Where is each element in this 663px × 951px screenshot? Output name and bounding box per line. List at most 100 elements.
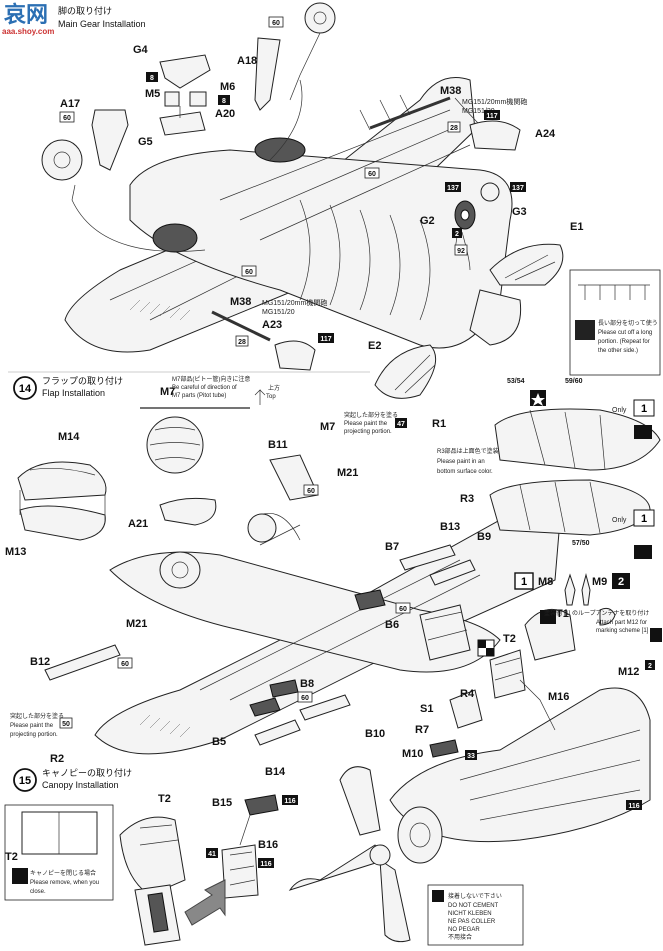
label-b13: B13 [440, 521, 460, 533]
svg-text:50: 50 [62, 721, 70, 728]
scheme-one-c: 1 [521, 576, 527, 588]
badge: 57/50 [572, 540, 590, 547]
label-t2-c: T2 [5, 851, 18, 863]
prop-hub-g2-g3 [454, 182, 500, 271]
part-labels: A18 G4 M5 M6 A20 A17 G5 M38 A24 G2 G3 E1… [5, 44, 639, 863]
antenna-markers: 1 2 [514, 572, 630, 606]
step-14-jp: フラップの取り付け [42, 376, 123, 386]
step-14-title: 14 フラップの取り付け Flap Installation [13, 376, 123, 400]
label-b11: B11 [268, 439, 288, 451]
step-15-jp: キャノピーの取り付け [42, 768, 132, 778]
color-badges: 60 8 8 60 60 28 117 137 137 2 92 60 28 1… [59, 16, 655, 868]
label-m9: M9 [592, 576, 607, 588]
label-m7-left: M7 [160, 386, 175, 398]
note-m7-jp: M7部品(ピトー管)向きに注意 [172, 375, 250, 383]
paint-scheme-upper [494, 390, 661, 471]
badge: 60 [303, 484, 319, 496]
badge: 8 [218, 95, 230, 105]
label-m38-top: M38 [440, 85, 461, 97]
label-e1: E1 [570, 221, 583, 233]
parts-m5-m6 [159, 91, 207, 136]
badge: 116 [626, 800, 642, 810]
label-e2: E2 [368, 340, 381, 352]
step-15-title: 15 キャノピーの取り付け Canopy Installation [13, 768, 132, 792]
step-main-gear-en: Main Gear Installation [58, 19, 146, 29]
svg-text:60: 60 [63, 115, 71, 122]
drop-tank-a21 [146, 416, 217, 526]
badge: 60 [364, 167, 380, 179]
badge: 60 [395, 602, 411, 614]
label-r1: R1 [432, 418, 446, 430]
step-main-gear-jp: 脚の取り付け [58, 6, 112, 16]
note-canopy-en1: Please remove, when you [30, 880, 99, 886]
badge: 28 [235, 335, 249, 347]
notes: MG151/20mm機関砲 MG151/20 MG151/20mm機関砲 MG1… [10, 97, 658, 895]
note-m12-en2: marking scheme [1] [596, 628, 649, 634]
note-cut-en1: Please cut off a long [598, 330, 652, 336]
svg-text:8: 8 [150, 75, 154, 82]
watermark-line2: aaa.shoy.com [2, 27, 54, 36]
scheme-two: 2 [618, 576, 624, 588]
svg-text:116: 116 [284, 798, 295, 805]
scheme-one-b: 1 [641, 513, 647, 525]
gear-leg-a17 [41, 109, 206, 252]
svg-text:53/54: 53/54 [507, 378, 525, 385]
label-a23: A23 [262, 319, 282, 331]
tail-e2 [374, 344, 437, 399]
svg-text:117: 117 [320, 336, 331, 343]
label-b5: B5 [212, 736, 226, 748]
label-s1: S1 [420, 703, 433, 715]
canopy-parts [419, 604, 662, 729]
note-cut-en2: portion. (Repeat for [598, 339, 650, 345]
step-14-number: 14 [19, 383, 32, 395]
note-cut-en3: the other side.) [598, 348, 638, 354]
arrow-install [184, 879, 226, 926]
badge: 53/54 [507, 378, 525, 385]
note-paint-proj-en2: projecting portion. [344, 429, 392, 435]
note-canopy-jp: キャノピーを閉じる場合 [30, 869, 96, 877]
label-r4: R4 [460, 688, 475, 700]
canopy-inset [4, 804, 114, 901]
label-m5: M5 [145, 88, 160, 100]
cement-de: NICHT KLEBEN [448, 911, 492, 917]
note-paint-proj2-en1: Please paint the [10, 723, 54, 729]
note-canopy-en2: close. [30, 889, 46, 895]
label-m7: M7 [320, 421, 335, 433]
label-m21-a: M21 [337, 467, 358, 479]
label-a18: A18 [237, 55, 257, 67]
note-cut-jp: 長い部分を切って使う [598, 319, 658, 327]
flap-m14 [17, 461, 107, 501]
note-m12-en1: Attach part M12 for [596, 620, 647, 626]
label-r2: R2 [50, 753, 64, 765]
badge: 137 [445, 182, 461, 192]
note-paint-proj2-en2: projecting portion. [10, 732, 58, 738]
label-t2-b: T2 [158, 793, 171, 805]
badge: 116 [282, 795, 298, 805]
cement-jp: 接着しないで下さい [448, 892, 502, 900]
label-m21-b: M21 [126, 618, 147, 630]
label-m13: M13 [5, 546, 26, 558]
svg-text:41: 41 [208, 851, 216, 858]
svg-text:2: 2 [455, 231, 459, 238]
step-15-en: Canopy Installation [42, 780, 119, 790]
label-b8: B8 [300, 678, 314, 690]
cement-cn: 不用接合 [448, 933, 472, 941]
svg-text:117: 117 [486, 113, 497, 120]
label-t2-a: T2 [503, 633, 516, 645]
badge: 2 [452, 228, 462, 238]
gun-m38-mid [211, 310, 316, 371]
svg-text:47: 47 [397, 421, 405, 428]
badge: 59/60 [565, 378, 583, 385]
step-main-gear-title: 脚の取り付け Main Gear Installation [58, 6, 146, 29]
label-b16: B16 [258, 839, 278, 851]
step-15-number: 15 [19, 775, 31, 787]
badge: 116 [258, 858, 274, 868]
label-b6: B6 [385, 619, 399, 631]
paint-scheme-lower [489, 479, 651, 536]
label-m16: M16 [548, 691, 569, 703]
flap-m13 [19, 505, 106, 541]
label-t1: T1 [556, 608, 569, 620]
svg-text:60: 60 [368, 171, 376, 178]
label-m38-mid: M38 [230, 296, 251, 308]
svg-text:28: 28 [450, 125, 458, 132]
